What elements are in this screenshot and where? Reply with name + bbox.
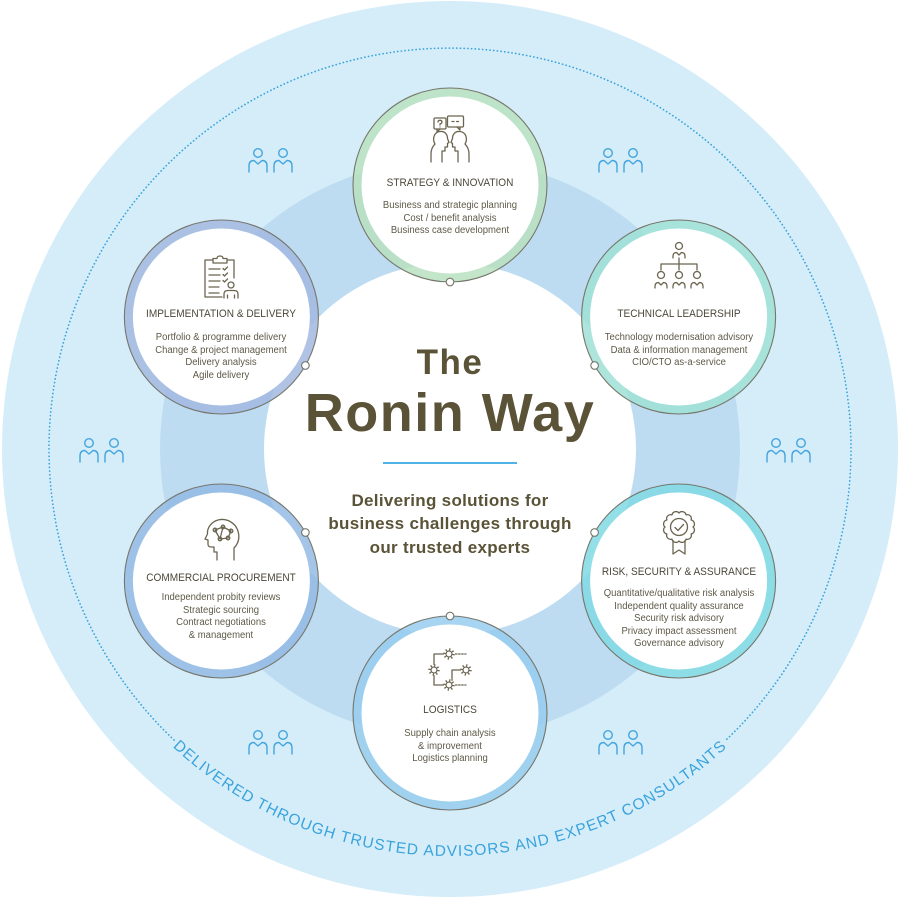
service-item: Agile delivery bbox=[192, 369, 250, 381]
service-item: Privacy impact assessment bbox=[621, 625, 737, 637]
title-ronin-way: Ronin Way bbox=[304, 383, 596, 443]
satellite-ring-technical bbox=[581, 219, 777, 415]
service-items: Business and strategic planning Cost / b… bbox=[358, 200, 542, 238]
dotted-ring-line bbox=[48, 47, 852, 741]
title-the: The bbox=[416, 343, 484, 382]
satellite-ring-commercial bbox=[123, 483, 319, 679]
service-item: Security risk advisory bbox=[634, 613, 724, 625]
tagline-line: business challenges through bbox=[328, 514, 572, 534]
discussion-icon bbox=[430, 115, 470, 163]
service-items: Portfolio & programme delivery Change & … bbox=[129, 332, 313, 382]
people-icon bbox=[766, 437, 811, 463]
connector-dot bbox=[301, 361, 310, 370]
service-item: Portfolio & programme delivery bbox=[155, 332, 287, 343]
service-title: LOGISTICS bbox=[423, 704, 477, 716]
satellite-ring-risk bbox=[581, 483, 777, 679]
people-icon bbox=[79, 437, 124, 463]
service-title: IMPLEMENTATION & DELIVERY bbox=[146, 308, 296, 320]
service-item: Delivery analysis bbox=[185, 357, 257, 369]
service-title: TECHNICAL LEADERSHIP bbox=[617, 308, 741, 320]
service-item: Governance advisory bbox=[634, 638, 724, 650]
supply-chain-icon bbox=[428, 648, 472, 691]
clipboard-icon bbox=[204, 255, 239, 299]
service-item: Independent probity reviews bbox=[161, 592, 281, 603]
people-icon bbox=[598, 147, 643, 173]
tagline-line: our trusted experts bbox=[369, 537, 531, 557]
service-implementation-delivery: IMPLEMENTATION & DELIVERY Portfolio & pr… bbox=[124, 220, 318, 414]
service-item: & improvement bbox=[418, 740, 482, 752]
service-item: Quantitative/qualitative risk analysis bbox=[603, 588, 755, 599]
service-item: Cost / benefit analysis bbox=[403, 212, 497, 224]
service-items: Quantitative/qualitative risk analysis I… bbox=[587, 588, 771, 651]
service-title: STRATEGY & INNOVATION bbox=[386, 177, 514, 189]
mind-network-icon bbox=[204, 518, 240, 561]
people-icon bbox=[598, 729, 643, 755]
award-badge-icon bbox=[662, 510, 696, 555]
service-item: CIO/CTO as-a-service bbox=[632, 357, 726, 369]
connector-dot bbox=[445, 277, 455, 287]
people-icon bbox=[248, 729, 293, 755]
service-item: & management bbox=[188, 629, 254, 641]
people-icon bbox=[248, 147, 293, 173]
connector-dot bbox=[445, 611, 455, 621]
service-commercial-procurement: COMMERCIAL PROCUREMENT Independent probi… bbox=[124, 484, 318, 678]
tagline: Delivering solutions for business challe… bbox=[0, 489, 900, 559]
connector-dot bbox=[301, 528, 310, 537]
title-divider bbox=[383, 462, 517, 464]
service-item: Technology modernisation advisory bbox=[604, 332, 754, 343]
service-item: Business and strategic planning bbox=[382, 200, 518, 211]
service-risk-security-assurance: RISK, SECURITY & ASSURANCE Quantitative/… bbox=[582, 484, 776, 678]
service-technical-leadership: TECHNICAL LEADERSHIP Technology modernis… bbox=[582, 220, 776, 414]
service-item: Strategic sourcing bbox=[182, 604, 260, 616]
service-item: Contract negotiations bbox=[176, 617, 266, 629]
connector-dots bbox=[301, 277, 599, 621]
service-item: Supply chain analysis bbox=[404, 728, 496, 739]
service-items: Technology modernisation advisory Data &… bbox=[587, 332, 771, 370]
service-item: Business case development bbox=[390, 225, 510, 237]
service-logistics: LOGISTICS Supply chain analysis & improv… bbox=[353, 616, 547, 810]
gear-icon bbox=[443, 648, 455, 660]
service-item: Change & project management bbox=[155, 344, 287, 356]
connector-dot bbox=[590, 361, 599, 370]
gear-icon bbox=[443, 679, 455, 691]
service-item: Independent quality assurance bbox=[614, 600, 744, 612]
service-title: RISK, SECURITY & ASSURANCE bbox=[601, 566, 757, 578]
service-title: COMMERCIAL PROCUREMENT bbox=[146, 572, 296, 584]
satellite-ring-implementation bbox=[123, 219, 319, 415]
service-item: Logistics planning bbox=[412, 753, 488, 765]
gear-icon bbox=[460, 664, 472, 676]
service-items: Independent probity reviews Strategic so… bbox=[129, 592, 313, 642]
service-item: Data & information management bbox=[610, 344, 748, 356]
service-strategy-innovation: STRATEGY & INNOVATION Business and strat… bbox=[353, 88, 547, 282]
org-chart-icon bbox=[654, 241, 704, 289]
satellite-ring-strategy bbox=[352, 87, 548, 283]
service-items: Supply chain analysis & improvement Logi… bbox=[358, 728, 542, 766]
connector-dot bbox=[590, 528, 599, 537]
gear-icon bbox=[428, 664, 440, 676]
satellite-ring-logistics bbox=[352, 615, 548, 811]
inner-circle bbox=[264, 263, 636, 635]
tagline-line: Delivering solutions for bbox=[351, 491, 549, 510]
